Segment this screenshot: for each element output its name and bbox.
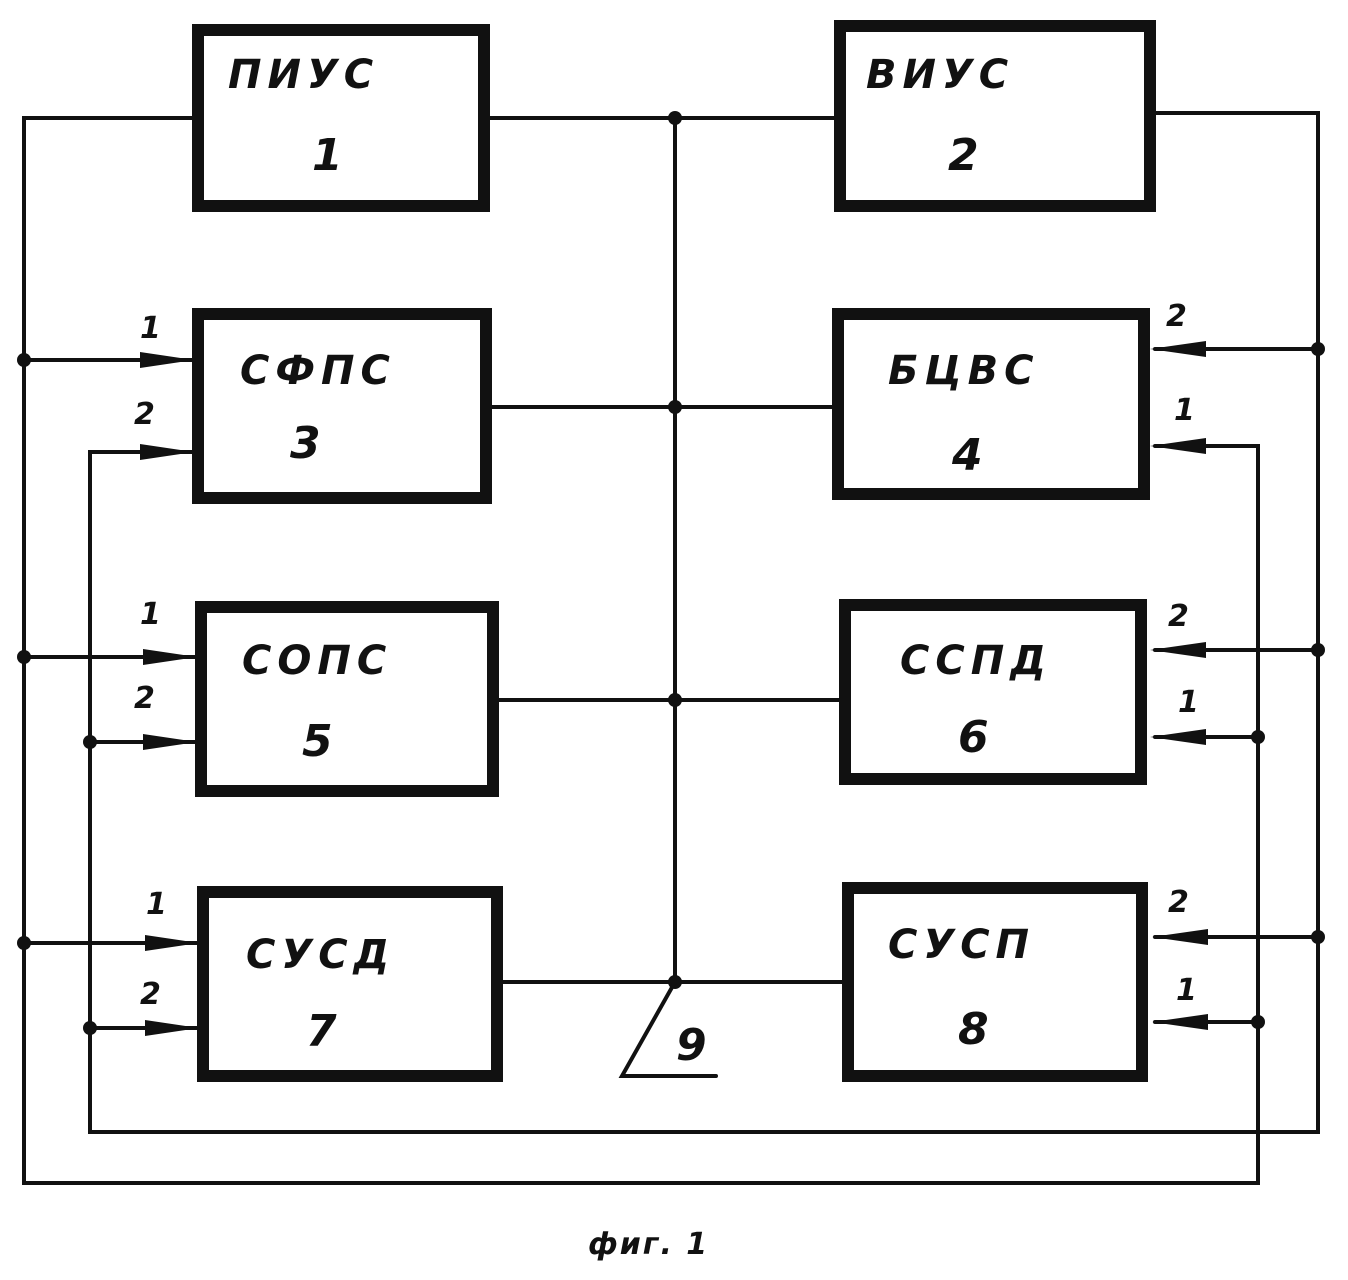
- port-label-b4-2: 2: [1166, 299, 1187, 334]
- block-6: ССПД 6: [845, 605, 1141, 779]
- port-label-b5-2: 2: [134, 681, 155, 716]
- block-7: СУСД 7: [203, 892, 497, 1076]
- block-3-number: 3: [290, 418, 321, 469]
- port-label-b6-1: 1: [1178, 685, 1199, 720]
- block-8-name: СУСП: [888, 922, 1035, 968]
- port-label-b8-1: 1: [1176, 973, 1197, 1008]
- block-8: СУСП 8: [848, 888, 1142, 1076]
- port-label-b3-2: 2: [134, 397, 155, 432]
- block-2-name: ВИУС: [866, 52, 1014, 98]
- port-label-b7-2: 2: [140, 977, 161, 1012]
- central-bus: [488, 111, 845, 1076]
- block-4: БЦВС 4: [838, 314, 1144, 494]
- bus-label: 9: [676, 1020, 707, 1071]
- block-7-name: СУСД: [246, 932, 395, 978]
- port-label-b5-1: 1: [140, 597, 161, 632]
- port-label-b8-2: 2: [1168, 885, 1189, 920]
- block-7-number: 7: [306, 1006, 337, 1057]
- block-3: СФПС 3: [198, 314, 486, 498]
- block-2: ВИУС 2: [840, 26, 1150, 206]
- block-3-name: СФПС: [240, 348, 396, 394]
- port-label-b3-1: 1: [140, 311, 161, 346]
- block-1-name: ПИУС: [228, 52, 379, 98]
- port-label-b6-2: 2: [1168, 599, 1189, 634]
- block-2-number: 2: [948, 130, 979, 181]
- block-1: ПИУС 1: [198, 30, 484, 206]
- block-5: СОПС 5: [201, 607, 493, 791]
- block-5-number: 5: [302, 716, 333, 767]
- block-8-number: 8: [958, 1004, 989, 1055]
- figure-caption: фиг. 1: [588, 1227, 709, 1262]
- port-label-b7-1: 1: [146, 887, 167, 922]
- port-label-b4-1: 1: [1174, 393, 1195, 428]
- block-6-number: 6: [958, 712, 989, 763]
- block-1-number: 1: [312, 130, 343, 181]
- block-4-name: БЦВС: [888, 348, 1039, 394]
- block-4-number: 4: [951, 430, 983, 481]
- block-6-name: ССПД: [900, 638, 1052, 684]
- block-5-name: СОПС: [242, 638, 392, 684]
